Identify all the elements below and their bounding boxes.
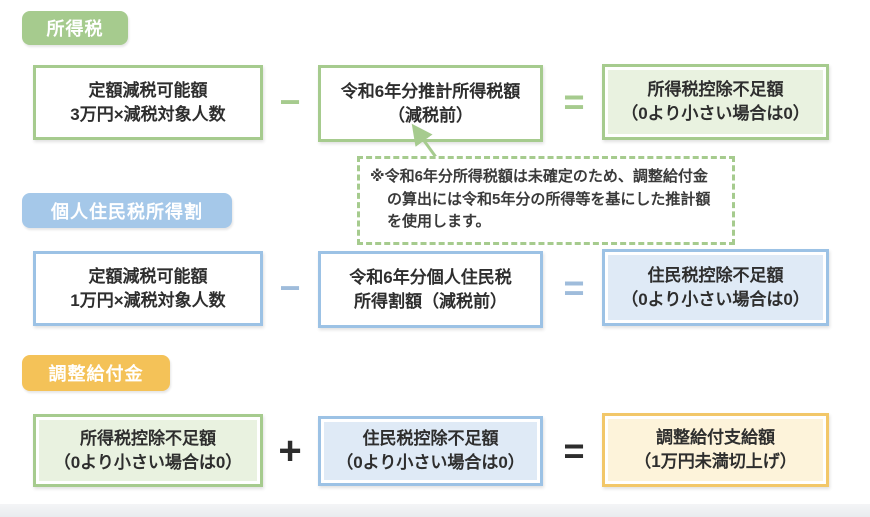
box-resident-tax-shortfall: 住民税控除不足額 （0より小さい場合は0） xyxy=(602,249,829,326)
box-line: 令和6年分推計所得税額 xyxy=(340,81,521,101)
section-label-adjustment-benefit: 調整給付金 xyxy=(22,355,170,391)
note-line: ※令和6年分所得税額は未確定のため、調整給付金 xyxy=(370,168,708,185)
box-benefit-resident-shortfall: 住民税控除不足額 （0より小さい場合は0） xyxy=(318,416,543,486)
operator-equals-benefit: = xyxy=(563,430,585,471)
operator-plus-benefit: + xyxy=(278,429,302,473)
box-line: 定額減税可能額 xyxy=(88,80,208,100)
box-line: 所得税控除不足額 xyxy=(647,80,784,100)
box-benefit-payment-amount: 調整給付支給額 （1万円未満切上げ） xyxy=(602,413,829,487)
box-line: 1万円×減税対象人数 xyxy=(70,290,226,310)
box-line: 定額減税可能額 xyxy=(88,266,208,286)
section-label-resident-tax: 個人住民税所得割 xyxy=(22,193,232,228)
box-resident-income-levy: 令和6年分個人住民税 所得割額（減税前） xyxy=(318,251,543,328)
box-line: 所得割額（減税前） xyxy=(354,291,507,311)
operator-equals-income: = xyxy=(563,81,585,122)
box-line: （減税前） xyxy=(388,105,473,125)
box-income-tax-shortfall: 所得税控除不足額 （0より小さい場合は0） xyxy=(602,64,829,140)
note-line: を使用します。 xyxy=(387,213,491,230)
box-benefit-income-shortfall: 所得税控除不足額 （0より小さい場合は0） xyxy=(33,414,263,487)
note-line: の算出には令和5年分の所得等を基にした推計額 xyxy=(387,190,711,208)
box-line: （0より小さい場合は0） xyxy=(621,289,810,309)
box-line: （0より小さい場合は0） xyxy=(336,453,525,472)
box-resident-fixed-deduction: 定額減税可能額 1万円×減税対象人数 xyxy=(33,251,263,326)
operator-minus-income: − xyxy=(279,81,301,122)
box-line: （0より小さい場合は0） xyxy=(621,104,810,123)
box-line: （1万円未満切上げ） xyxy=(634,452,797,471)
operator-equals-resident: = xyxy=(563,267,585,308)
section-label-income-tax: 所得税 xyxy=(22,11,128,45)
box-line: 3万円×減税対象人数 xyxy=(70,104,226,124)
box-line: （0より小さい場合は0） xyxy=(53,452,243,472)
box-line: 住民税控除不足額 xyxy=(647,265,784,285)
estimation-note: ※令和6年分所得税額は未確定のため、調整給付金 の算出には令和5年分の所得等を基… xyxy=(357,156,735,245)
operator-minus-resident: − xyxy=(279,267,301,308)
box-line: 調整給付支給額 xyxy=(656,428,775,448)
box-line: 令和6年分個人住民税 xyxy=(349,267,512,287)
box-income-estimated-tax: 令和6年分推計所得税額 （減税前） xyxy=(318,65,543,142)
box-line: 所得税控除不足額 xyxy=(80,428,216,448)
box-income-fixed-deduction: 定額減税可能額 3万円×減税対象人数 xyxy=(33,65,263,140)
bottom-strip xyxy=(0,504,870,517)
box-line: 住民税控除不足額 xyxy=(362,429,499,449)
